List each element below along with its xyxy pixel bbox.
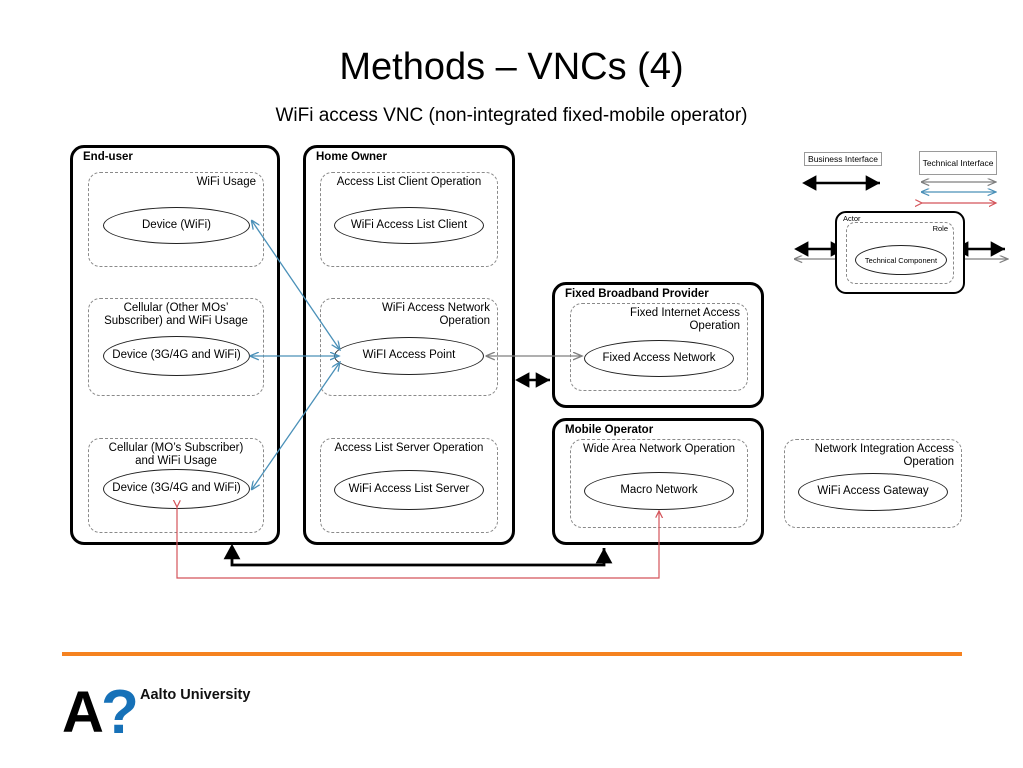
component-device-wifi[interactable]: Device (WiFi)	[103, 207, 250, 244]
role-label-cellular-other-mo: Cellular (Other MOs’ Subscriber) and WiF…	[104, 302, 248, 328]
role-box-cellular-mo-subscriber[interactable]: Cellular (MO’s Subscriber) and WiFi Usag…	[88, 438, 264, 533]
aalto-logo-question-icon: ?	[101, 678, 139, 747]
aalto-logo-a-icon: A	[62, 680, 104, 745]
role-label-wifi-usage: WiFi Usage	[196, 176, 256, 188]
role-label-wifi-access-network-op: WiFi Access Network Operation	[382, 302, 490, 328]
component-wifi-access-list-client[interactable]: WiFi Access List Client	[334, 207, 484, 244]
role-label-network-integration-access-op: Network Integration Access Operation	[814, 443, 954, 469]
business-link-end-user-mobile-operator	[223, 543, 613, 567]
role-box-access-list-client-op[interactable]: Access List Client Operation	[320, 172, 498, 267]
page-title: Methods – VNCs (4)	[339, 46, 684, 88]
component-wifi-access-point[interactable]: WiFI Access Point	[334, 337, 484, 375]
actor-label-fixed-broadband-provider: Fixed Broadband Provider	[563, 288, 711, 301]
legend-technical-component: Technical Component	[855, 245, 947, 275]
role-box-wifi-usage[interactable]: WiFi Usage	[88, 172, 264, 267]
legend-role-box: Role	[846, 222, 954, 284]
component-wifi-access-list-server[interactable]: WiFi Access List Server	[334, 470, 484, 510]
component-macro-network[interactable]: Macro Network	[584, 472, 734, 510]
role-label-cellular-mo-subscriber: Cellular (MO’s Subscriber) and WiFi Usag…	[108, 442, 244, 468]
aalto-university-label: Aalto University	[140, 687, 251, 703]
role-box-wide-area-network-op[interactable]: Wide Area Network Operation	[570, 439, 748, 528]
actor-label-end-user: End-user	[81, 151, 135, 164]
footer-rule	[62, 652, 962, 656]
actor-label-home-owner: Home Owner	[314, 151, 389, 164]
component-wifi-access-gateway[interactable]: WiFi Access Gateway	[798, 473, 948, 511]
legend-technical-interface-chip: Technical Interface	[919, 151, 997, 175]
component-fixed-access-network[interactable]: Fixed Access Network	[584, 340, 734, 377]
legend-role-label: Role	[932, 224, 948, 233]
role-box-network-integration-access-op[interactable]: Network Integration Access Operation	[784, 439, 962, 528]
role-label-access-list-client-op: Access List Client Operation	[336, 176, 482, 188]
role-label-wide-area-network-op: Wide Area Network Operation	[582, 443, 736, 455]
actor-label-mobile-operator: Mobile Operator	[563, 424, 656, 437]
page-subtitle: WiFi access VNC (non-integrated fixed-mo…	[275, 105, 748, 126]
role-label-fixed-internet-access-op: Fixed Internet Access Operation	[630, 307, 740, 333]
component-device-3g4g-wifi-other-mo[interactable]: Device (3G/4G and WiFi)	[103, 336, 250, 376]
legend-business-interface-chip: Business Interface	[804, 152, 882, 166]
role-label-access-list-server-op: Access List Server Operation	[334, 442, 484, 454]
role-box-fixed-internet-access-op[interactable]: Fixed Internet Access Operation	[570, 303, 748, 391]
component-device-3g4g-wifi-mo-subscriber[interactable]: Device (3G/4G and WiFi)	[103, 469, 250, 509]
legend-actor-label: Actor	[842, 214, 862, 223]
